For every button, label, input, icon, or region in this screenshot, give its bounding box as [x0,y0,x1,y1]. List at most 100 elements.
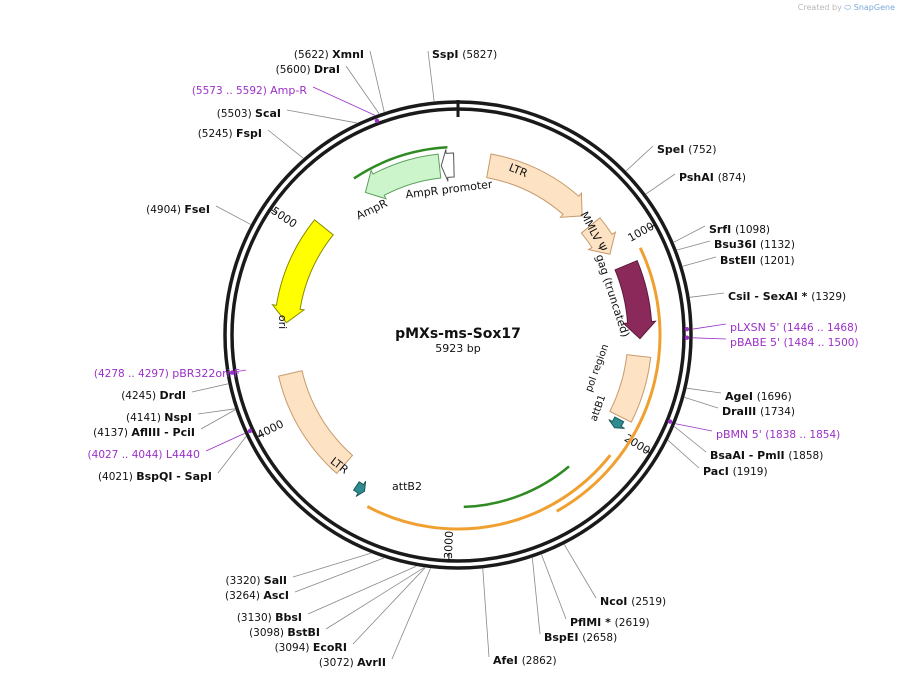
site-afliii-pcii[interactable]: (4137) AflIII - PciI [93,426,195,439]
feature-ampr-promoter-9[interactable] [440,149,455,182]
leader-plxsn-5 [692,323,727,330]
leader-afliii-pcii [200,409,236,430]
leader-pbmn-5 [675,423,713,432]
site-avrii[interactable]: (3072) AvrII [319,656,386,669]
leader-bspqi-sapi [217,436,247,474]
feature-attb1-4[interactable] [608,416,625,429]
site-pbabe-5[interactable]: pBABE 5' (1484 .. 1500) [730,336,859,349]
site-drai[interactable]: (5600) DraI [276,63,340,76]
leader-afei [482,568,490,658]
orf-sox17-arc [366,454,612,531]
site-drdi[interactable]: (4245) DrdI [121,389,186,402]
site-fsei[interactable]: (4904) FseI [146,203,210,216]
leader-avrii [391,568,431,660]
leader-spei [625,145,654,172]
site-nspi[interactable]: (4141) NspI [126,411,192,424]
leader-fsei [215,205,251,225]
feature-label-pol-region-3: pol region [584,343,611,394]
feature-attb2-5[interactable] [352,481,367,497]
site-ecori[interactable]: (3094) EcoRI [275,641,347,654]
leader-ncoi [563,544,597,599]
feature-label-attb2-5: attB2 [392,480,422,493]
site-bstbi[interactable]: (3098) BstBI [249,626,320,639]
site-asci[interactable]: (3264) AscI [225,589,289,602]
leader-sali [292,552,371,578]
site-amp-r[interactable]: (5573 .. 5592) Amp-R [192,84,308,97]
leader-bsaai-pmli [674,426,707,453]
leader-bsteii [682,256,717,267]
orf-green-arc [463,465,570,509]
leader-ecori [352,567,426,645]
leader-bstbi [325,567,425,630]
site-bspei[interactable]: BspEI (2658) [544,631,617,644]
leader-pbabe-5 [692,337,727,340]
site-bspqi-sapi[interactable]: (4021) BspQI - SapI [98,470,212,483]
site-srfi[interactable]: SrfI (1098) [709,223,770,236]
credit-brand: SnapGene [853,3,895,12]
site-pshai[interactable]: PshAI (874) [679,171,746,184]
primer-mark-pbmn-5 [667,419,673,424]
leader-scai [286,109,357,124]
leader-drdi [191,383,229,393]
site-bsteii[interactable]: BstEII (1201) [720,254,795,267]
leader-bbsi [307,565,417,615]
ruler-label-3000: 3000 [442,531,456,560]
site-agei[interactable]: AgeI (1696) [725,390,792,403]
site-sspi[interactable]: SspI (5827) [432,48,497,61]
feature-mmlv-1[interactable] [580,217,617,255]
primer-mark-pbr322ori-f [229,370,235,375]
leader-nspi [197,408,235,415]
site-sali[interactable]: (3320) SalI [226,574,287,587]
feature-ltr-0[interactable] [486,153,583,218]
site-l4440[interactable]: (4027 .. 4044) L4440 [88,448,200,461]
credit-prefix: Created by [797,3,842,12]
feature-ampr-8[interactable] [364,153,442,200]
site-pbmn-5[interactable]: pBMN 5' (1838 .. 1854) [716,428,840,441]
site-pbr322ori-f[interactable]: (4278 .. 4297) pBR322ori-F [94,367,240,380]
primer-mark-amp-r [374,118,380,124]
leader-l4440 [205,433,245,452]
ruler-label-4000: 4000 [255,417,286,441]
orf-gag-arc [556,247,662,513]
site-fspi[interactable]: (5245) FspI [198,127,262,140]
site-bsu36i[interactable]: Bsu36I (1132) [714,238,795,251]
site-draiii[interactable]: DraIII (1734) [722,405,795,418]
leader-srfi [673,225,706,243]
feature-label-ori-7: ori [276,315,289,329]
snapgene-credit: Created by ⬭ SnapGene [798,3,895,13]
ruler-tick-2000 [644,449,651,454]
site-paci[interactable]: PacI (1919) [703,465,768,478]
ruler-tick-5000 [270,208,277,214]
leader-fspi [267,129,304,159]
ruler-tick-4000 [256,433,263,438]
site-bsaai-pmli[interactable]: BsaAI - PmlI (1858) [710,449,823,462]
site-labels: SspI (5827) (5622) XmnI (5600) DraI (5573 .… [88,48,859,669]
site-leaders [191,50,727,660]
site-csii-sexai[interactable]: CsiI - SexAI * (1329) [728,290,846,303]
site-xmni[interactable]: (5622) XmnI [294,48,364,61]
leader-drai [345,65,380,114]
feature-label-attb1-4: attB1 [589,394,609,423]
leader-paci [667,440,700,469]
snapgene-logo: ⬭ [844,3,852,12]
site-bbsi[interactable]: (3130) BbsI [237,611,302,624]
primer-mark-plxsn-5 [684,327,690,332]
feature-pol-region-3[interactable] [609,354,652,423]
leader-agei [686,387,722,394]
site-ncoi[interactable]: NcoI (2519) [600,595,666,608]
site-pflmi[interactable]: PflMI * (2619) [570,616,650,629]
site-scai[interactable]: (5503) ScaI [217,107,281,120]
leader-draiii [684,396,719,409]
site-plxsn-5[interactable]: pLXSN 5' (1446 .. 1468) [730,321,858,334]
feature-ltr-6[interactable] [278,370,354,475]
feature-ori-7[interactable] [271,219,334,324]
ruler-label-1000: 1000 [626,220,657,245]
site-afei[interactable]: AfeI (2862) [493,654,557,667]
leader-bspei [531,557,541,635]
ruler-tick-1000 [648,224,656,229]
leader-pbr322ori-f [226,369,247,374]
site-spei[interactable]: SpeI (752) [657,143,716,156]
feature-gag-truncated-2[interactable] [614,259,657,340]
